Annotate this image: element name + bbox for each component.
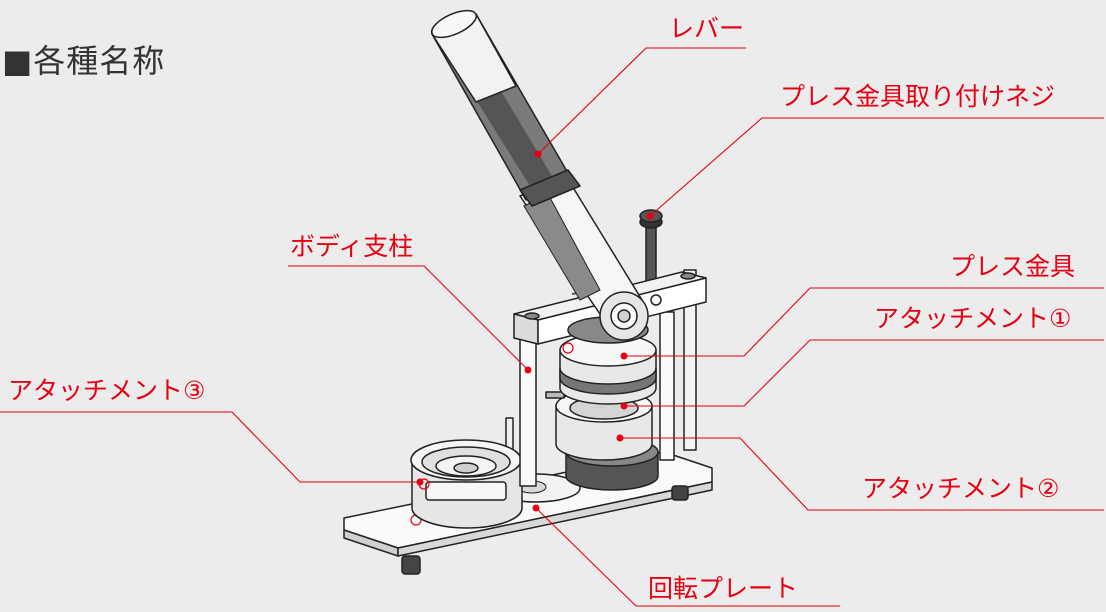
leader-lines: [0, 47, 1104, 607]
label-press-screw: プレス金具取り付けネジ: [780, 82, 1056, 111]
attachment-3: [410, 417, 523, 529]
body-pillars: [519, 269, 697, 487]
attachment-1: [559, 333, 657, 405]
label-rotating-plate: 回転プレート: [648, 574, 799, 603]
label-attachment-2: アタッチメント②: [862, 474, 1060, 503]
label-body-pillar: ボディ支柱: [290, 232, 414, 261]
lever-handle: [430, 9, 581, 207]
pivot: [599, 291, 662, 341]
page-title: ■各種名称: [2, 42, 166, 80]
press-screw: [639, 209, 663, 285]
label-lever: レバー: [669, 14, 745, 43]
label-attachment-3: アタッチメント③: [8, 376, 206, 405]
label-press-fitting: プレス金具: [950, 252, 1076, 281]
label-attachment-1: アタッチメント①: [874, 304, 1072, 333]
